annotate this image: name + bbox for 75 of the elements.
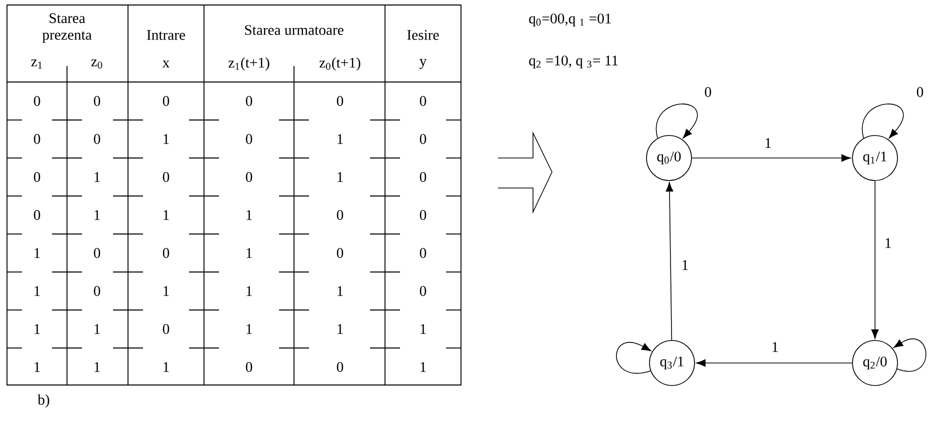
table-value: 0 — [246, 96, 252, 106]
column-header: Starea urmatoare — [245, 25, 344, 35]
table-value: 1 — [246, 210, 252, 220]
table-value: 0 — [246, 362, 252, 372]
arrow — [656, 104, 698, 139]
column-header: z$_{1}$ — [31, 60, 42, 68]
table-value: 0 — [336, 96, 344, 106]
table-value: 0 — [34, 96, 40, 106]
table-value: 1 — [94, 324, 100, 334]
table-value: 0 — [34, 172, 40, 182]
table-value: 1 — [164, 210, 169, 220]
table-value: 0 — [336, 362, 344, 372]
table-value: 0 — [162, 248, 170, 258]
column-header: Iesire — [407, 30, 439, 40]
column-header: z$_{0}$(t+1) — [320, 57, 360, 71]
table-value: 0 — [420, 248, 426, 258]
arrow — [616, 342, 652, 374]
table-value: 1 — [94, 172, 100, 182]
column-header: z$_{1}$(t+1) — [228, 57, 270, 71]
table-value: 1 — [164, 362, 169, 372]
edge-label: 0 — [704, 87, 712, 97]
table-value: 1 — [338, 286, 343, 296]
table-value: 0 — [34, 210, 40, 220]
table-value: 0 — [420, 210, 426, 220]
table-value: 1 — [34, 324, 40, 334]
table-value: 1 — [420, 324, 426, 334]
edge-label: 1 — [886, 238, 891, 248]
arrow — [692, 154, 851, 162]
table-value: 0 — [94, 248, 100, 258]
table-value: 1 — [34, 362, 40, 372]
table-value: 1 — [338, 172, 343, 182]
table-value: 0 — [420, 134, 426, 144]
arrow — [871, 180, 879, 339]
table-value: 0 — [94, 134, 100, 144]
table-value: 1 — [34, 248, 40, 258]
table-value: 0 — [246, 134, 252, 144]
state-encoding: q$_{2}$ =10, q $_{3}$= 11 — [529, 56, 618, 68]
edge-label: 1 — [682, 260, 688, 270]
edge-label: 0 — [916, 87, 924, 97]
table-value: 0 — [336, 248, 344, 258]
table-value: 0 — [162, 96, 170, 106]
edge-label: 1 — [772, 342, 778, 352]
table-value: 0 — [246, 172, 252, 182]
table-value: 1 — [420, 362, 426, 372]
table-value: 0 — [420, 96, 426, 106]
table-value: 1 — [246, 248, 252, 258]
edge-label: 1 — [766, 138, 771, 148]
state-encoding: q$_{0}$=00,q $_{1}$ =01 — [529, 14, 611, 26]
column-header: Intrare — [147, 30, 186, 40]
table-value: 0 — [94, 96, 100, 106]
arrow — [894, 338, 926, 372]
table-value: 0 — [420, 286, 426, 296]
table-value: 0 — [162, 324, 170, 334]
table-value: 1 — [164, 134, 169, 144]
table-value: 0 — [34, 134, 40, 144]
table-value: 0 — [162, 172, 170, 182]
table-value: 1 — [94, 362, 100, 372]
column-header: y — [420, 59, 427, 69]
table-value: 1 — [338, 324, 343, 334]
arrow — [862, 104, 904, 139]
table-value: 1 — [94, 210, 100, 220]
table-value: 1 — [246, 286, 252, 296]
table-value: 0 — [94, 286, 100, 296]
arrow — [666, 182, 674, 340]
figure-label: b) — [38, 394, 50, 408]
table-value: 0 — [420, 172, 426, 182]
column-header: x — [162, 60, 170, 68]
column-header: Starea prezenta — [42, 13, 92, 43]
arrow — [696, 359, 852, 367]
table-value: 0 — [336, 210, 344, 220]
table-value: 1 — [246, 324, 252, 334]
column-header: z$_{0}$ — [91, 59, 102, 69]
table-value: 1 — [34, 286, 40, 296]
table-value: 1 — [164, 286, 169, 296]
table-value: 1 — [338, 134, 343, 144]
